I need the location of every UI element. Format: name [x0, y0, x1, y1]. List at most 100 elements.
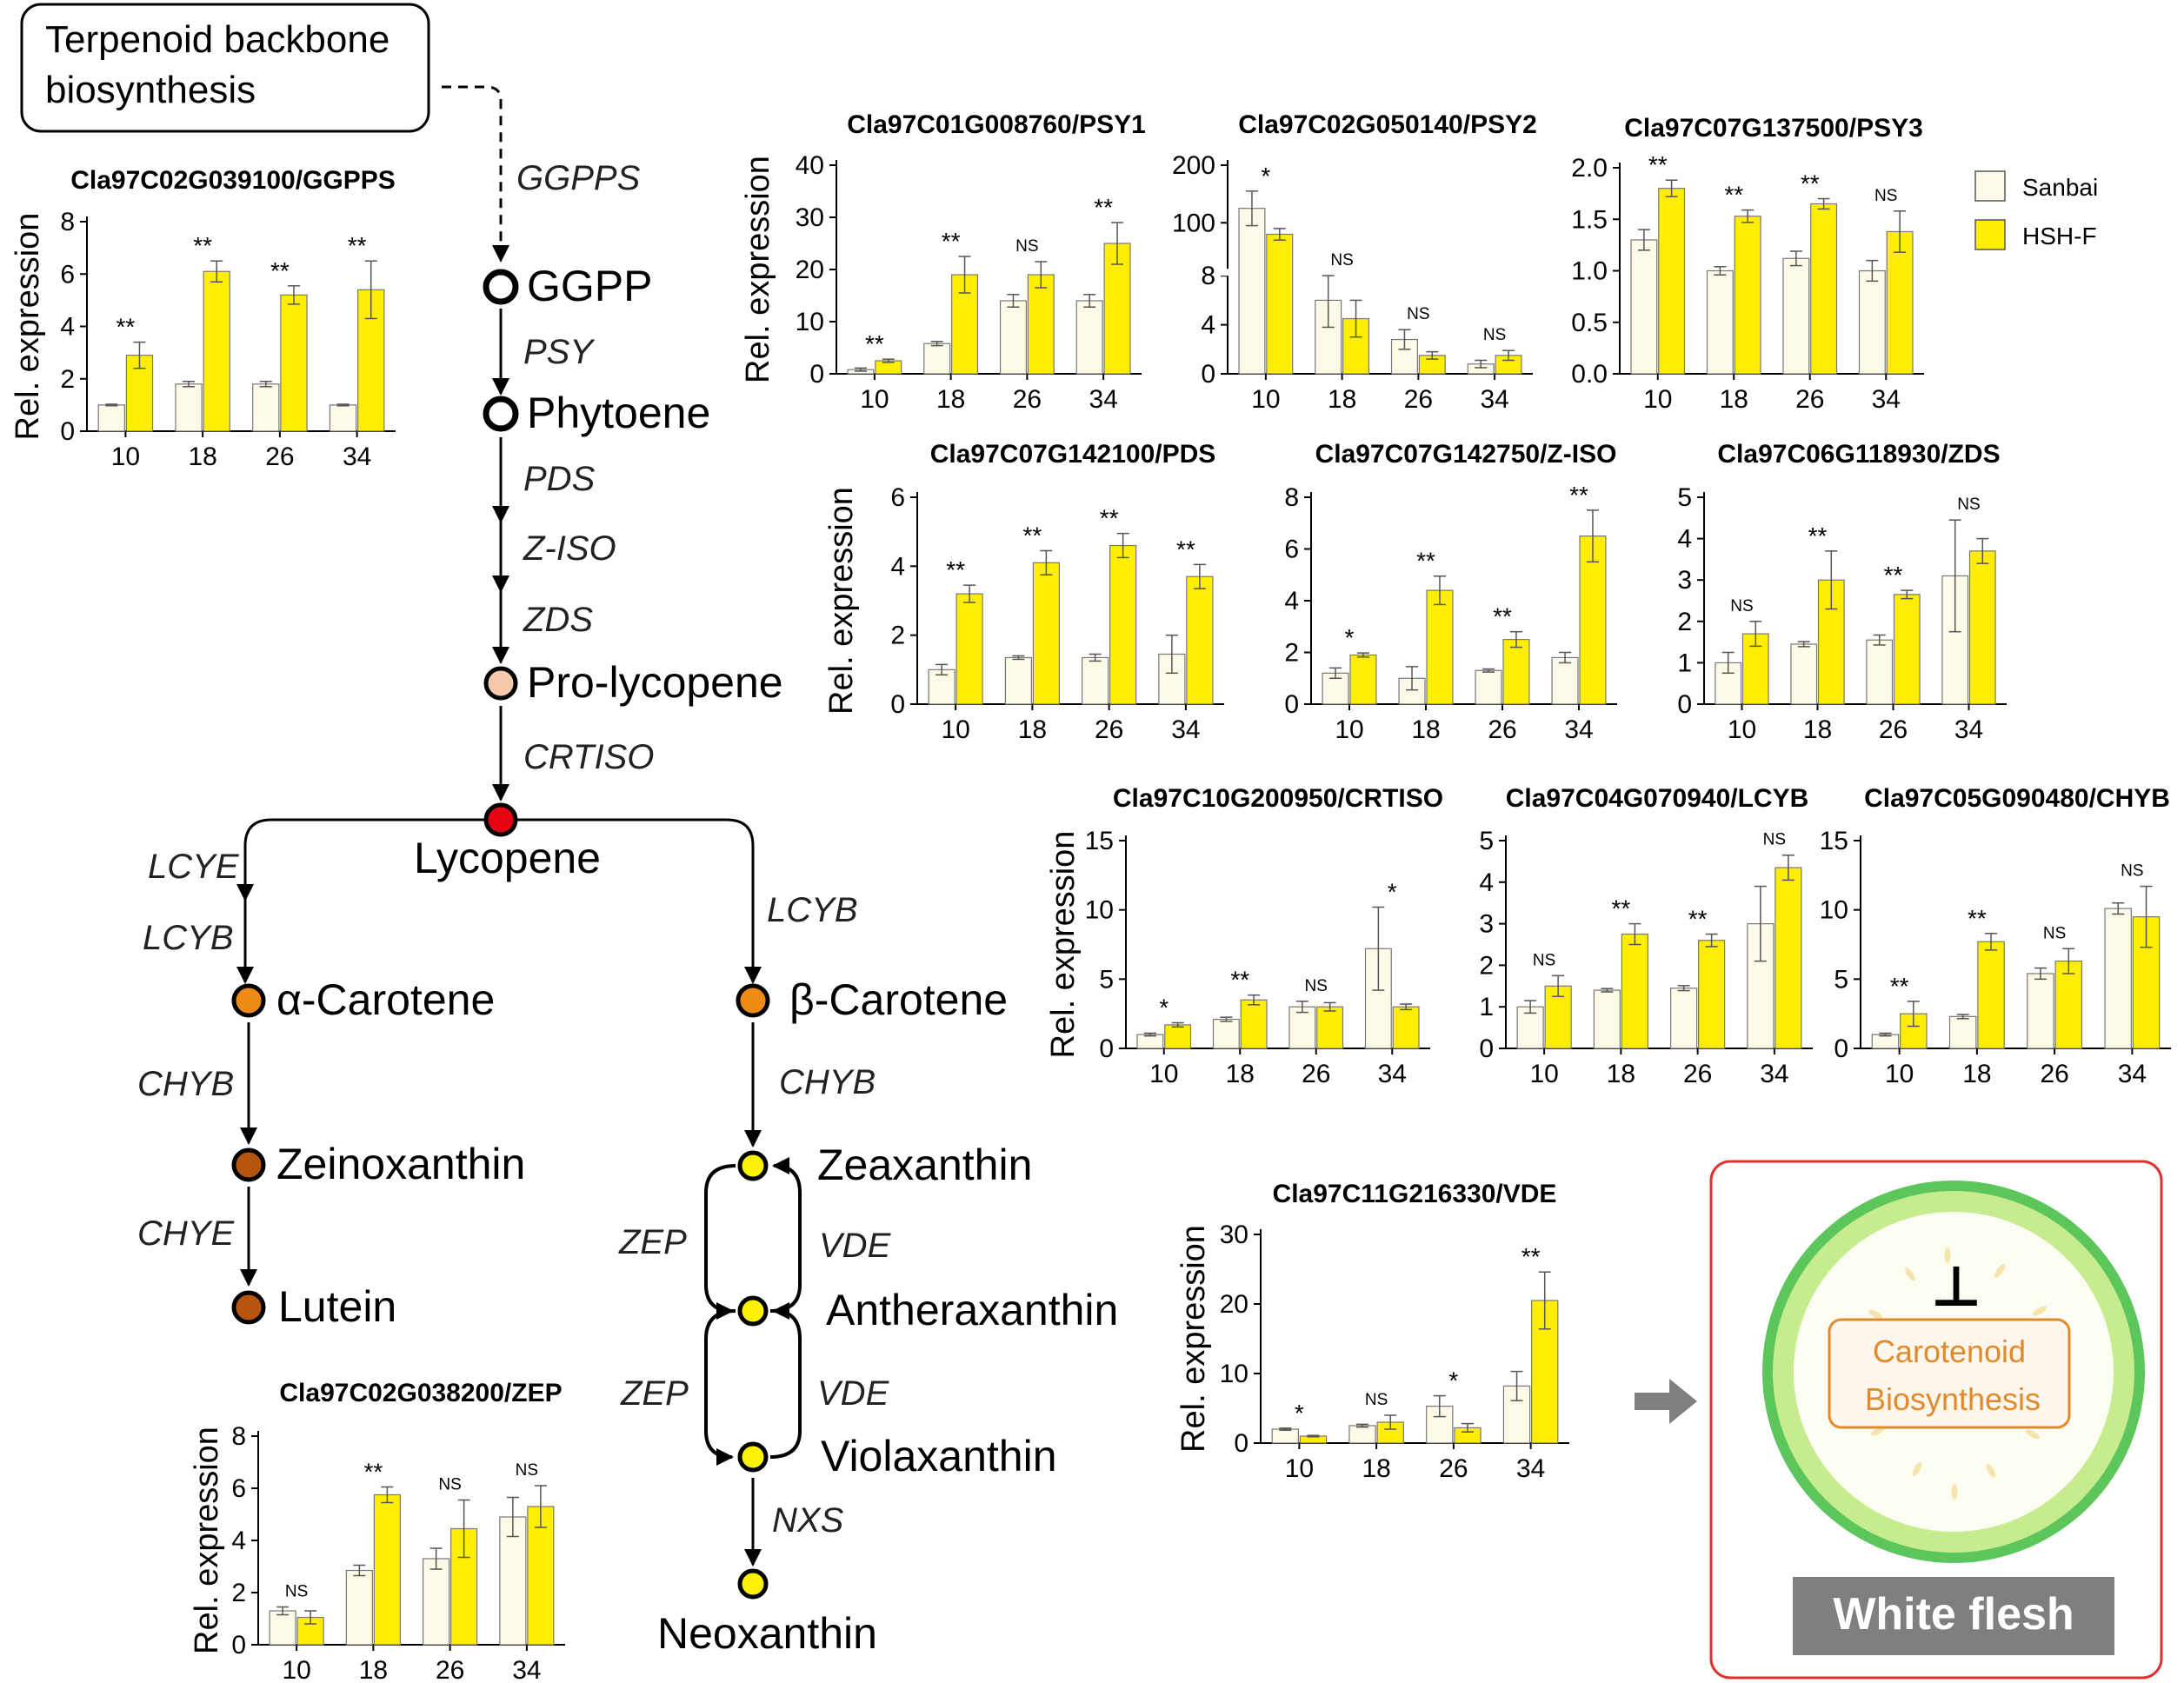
x-tick-label: 26 [1095, 715, 1123, 744]
significance-label: ** [946, 556, 965, 583]
backbone-label-line2: biosynthesis [45, 69, 256, 111]
y-tick-label: 5 [1479, 827, 1494, 855]
y-tick-label: 20 [1220, 1290, 1248, 1319]
x-tick-label: 34 [1089, 385, 1117, 414]
backbone-label-line1: Terpenoid backbone [45, 18, 390, 61]
significance-label: NS [1015, 237, 1038, 256]
y-tick-label: 0 [1479, 1034, 1494, 1063]
chart-title: Cla97C10G200950/CRTISO [1113, 784, 1443, 813]
y-tick-label: 2 [60, 365, 75, 394]
x-tick-label: 26 [1795, 385, 1824, 414]
bar-sanbai [329, 404, 357, 432]
cycle-vde-2 [769, 1302, 802, 1459]
x-tick-label: 18 [1411, 715, 1440, 744]
y-tick-label: 2.0 [1571, 154, 1608, 183]
y-tick-label: 2 [1677, 608, 1692, 636]
gray-arrow [1635, 1379, 1697, 1424]
bar-sanbai [269, 1610, 296, 1646]
x-tick-label: 18 [1018, 715, 1047, 744]
significance-label: ** [1884, 562, 1903, 589]
metabolite-antheraxanthin: Antheraxanthin [826, 1286, 1118, 1334]
significance-label: * [1295, 1400, 1304, 1427]
y-tick-label: 0.5 [1571, 309, 1608, 337]
chart-title: Cla97C07G142750/Z-ISO [1315, 440, 1617, 469]
branch-left [236, 818, 485, 901]
significance-label: ** [1808, 522, 1828, 549]
significance-label: ** [1890, 973, 1909, 1000]
bar-sanbai [499, 1516, 527, 1646]
significance-label: ** [1521, 1243, 1541, 1270]
branch-right [516, 818, 762, 984]
x-tick-label: 18 [936, 385, 965, 414]
y-tick-label: 6 [890, 483, 905, 512]
enzyme-psy: PSY [523, 333, 596, 371]
significance-label: ** [270, 257, 290, 284]
y-tick-label: 0 [1834, 1034, 1848, 1063]
significance-label: ** [116, 314, 135, 341]
y-tick-label: 5 [1834, 965, 1848, 994]
y-tick-label: 0 [1677, 690, 1692, 719]
y-tick-label: 0 [890, 690, 905, 719]
bar-sanbai [175, 383, 203, 432]
pathway: Terpenoid backbone biosynthesis GGPPS GG… [20, 3, 1118, 1658]
enzyme-ggpps: GGPPS [516, 159, 641, 197]
significance-label: * [1448, 1367, 1458, 1394]
enzyme-zds: ZDS [523, 601, 593, 639]
bar-hshf [2054, 961, 2083, 1049]
y-tick-label: 4 [60, 313, 75, 342]
y-tick-label: 20 [796, 256, 824, 284]
metabolite-prolycopene: Pro-lycopene [527, 658, 783, 707]
significance-label: NS [1533, 951, 1555, 969]
y-tick-label: 4 [1201, 311, 1215, 340]
x-tick-label: 26 [1302, 1060, 1330, 1088]
metabolite-phytoene: Phytoene [527, 389, 710, 437]
x-tick-label: 34 [1954, 715, 1983, 744]
y-tick-label: 3 [1677, 566, 1692, 595]
significance-label: ** [1493, 603, 1512, 630]
bar-hshf [1032, 562, 1060, 705]
bar-hshf [1886, 230, 1914, 375]
significance-label: NS [2043, 924, 2066, 942]
bar-hshf [1426, 589, 1454, 705]
y-tick-label: 10 [1220, 1360, 1248, 1388]
y-tick-label: 4 [890, 552, 905, 581]
chart-chyb: Cla97C05G090480/CHYB05101510**18**26NS34… [1820, 784, 2171, 1088]
bar-hshf [1977, 941, 2005, 1049]
x-tick-label: 10 [1285, 1454, 1314, 1483]
significance-label: ** [1100, 505, 1119, 532]
enzyme-nxs: NXS [772, 1501, 844, 1540]
bar-hshf [1774, 867, 1802, 1049]
y-tick-label: 2 [231, 1579, 246, 1607]
enzyme-pds: PDS [523, 460, 596, 498]
y-tick-label: 8 [231, 1422, 246, 1451]
chart-psy3: Cla97C07G137500/PSY30.00.51.01.52.010**1… [1571, 114, 1924, 414]
bar-hshf [1186, 575, 1214, 705]
significance-label: NS [438, 1476, 461, 1494]
metabolite-zeaxanthin: Zeaxanthin [817, 1141, 1032, 1189]
significance-label: ** [1022, 522, 1042, 549]
x-tick-label: 26 [1404, 385, 1433, 414]
significance-label: ** [363, 1459, 383, 1486]
x-tick-label: 10 [1885, 1060, 1914, 1088]
y-tick-label: 100 [1172, 209, 1215, 237]
lycopene-node [483, 802, 518, 837]
bar-sanbai [1348, 1425, 1376, 1444]
bar-hshf [1658, 188, 1686, 375]
bar-sanbai [2027, 973, 2054, 1049]
x-tick-label: 26 [1439, 1454, 1468, 1483]
bar-hshf [1968, 550, 1996, 705]
bar-sanbai [1271, 1428, 1299, 1444]
enzyme-zep-2: ZEP [620, 1374, 689, 1413]
conclusion-panel: ⊥ Carotenoid Biosynthesis White flesh [1635, 1160, 2163, 1680]
y-tick-label: 4 [1479, 868, 1494, 897]
bar-hshf [1392, 1006, 1420, 1049]
significance-label: * [1388, 878, 1397, 905]
x-tick-label: 34 [1872, 385, 1901, 414]
bar-sanbai [1866, 639, 1894, 705]
lutein-node [231, 1290, 266, 1325]
x-tick-label: 34 [2118, 1060, 2147, 1088]
bar-sanbai [1212, 1018, 1240, 1049]
